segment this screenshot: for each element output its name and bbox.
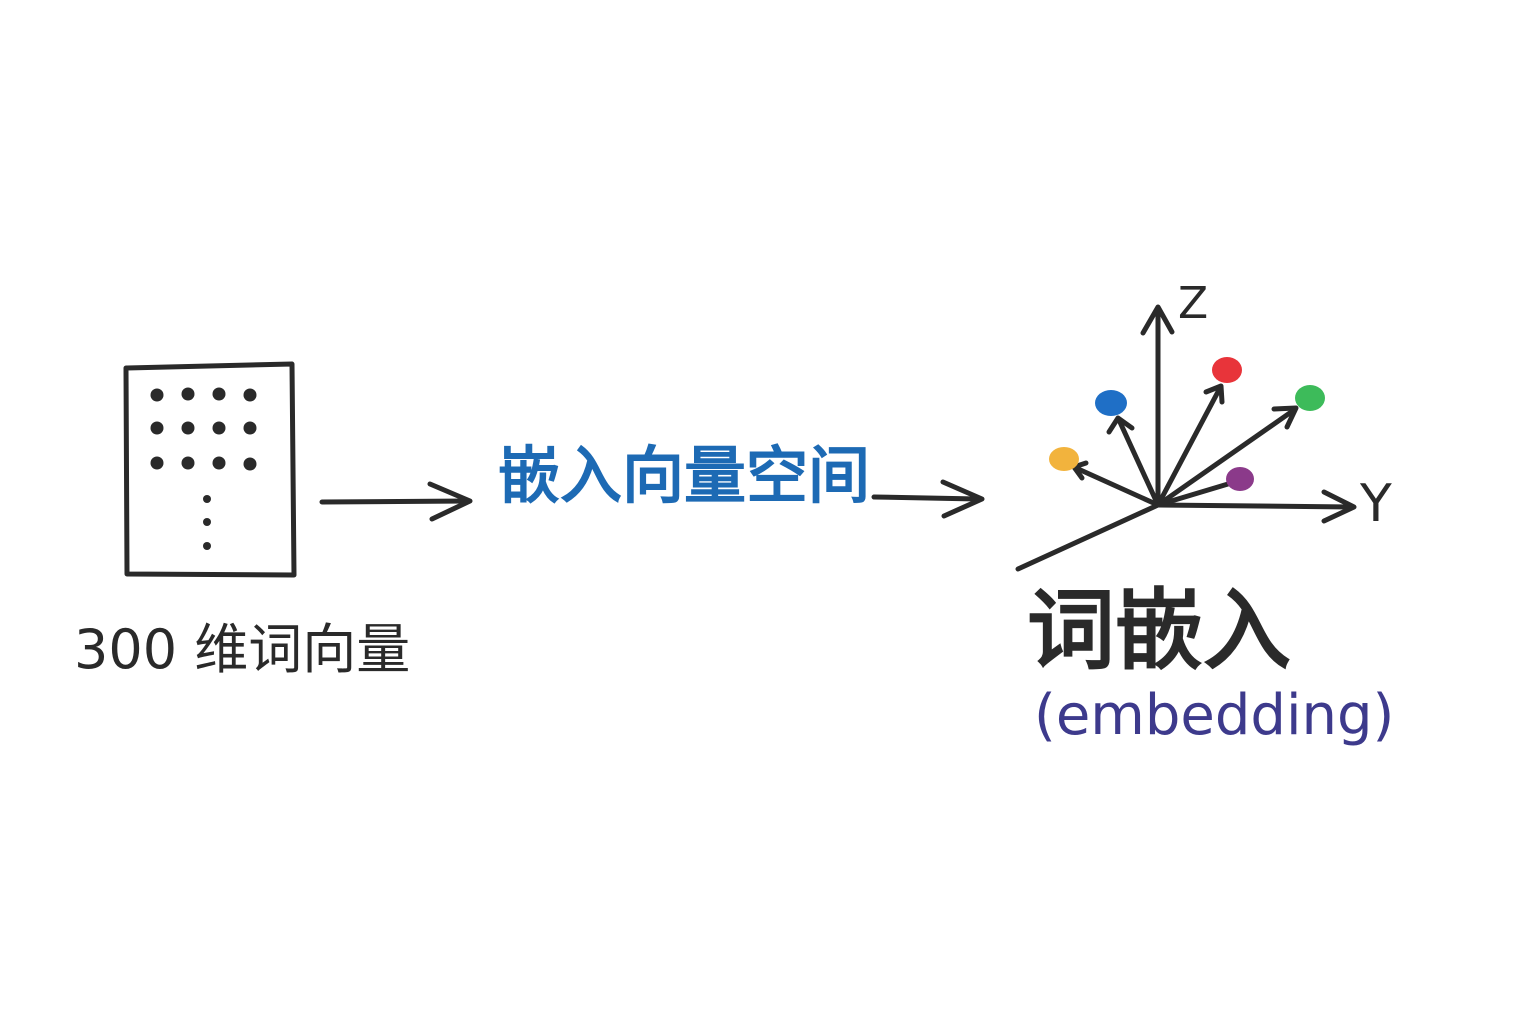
vector-dot: [243, 388, 257, 402]
word-vector-box: [123, 361, 297, 578]
coordinate-axes: [1015, 304, 1357, 572]
point-purple: [1226, 467, 1254, 491]
ellipsis-dot: [203, 518, 211, 526]
vector-dot: [181, 387, 195, 401]
point-orange: [1049, 447, 1079, 471]
embedding-points: [1049, 357, 1325, 491]
vector-dot: [181, 456, 195, 470]
vector-blue: [1116, 417, 1161, 508]
vector-dot: [243, 457, 257, 471]
point-red: [1212, 357, 1242, 383]
vector-dot: [150, 456, 164, 470]
vector-green-head: [1271, 405, 1299, 430]
vector-dot: [243, 421, 257, 435]
embedding-space-label: 嵌入向量空间: [498, 439, 870, 512]
arrow-shaft: [871, 494, 981, 502]
vector-blue-head: [1106, 415, 1135, 435]
arrow-shaft: [319, 498, 471, 505]
vector-red-head: [1203, 383, 1225, 405]
vector-green: [1155, 407, 1297, 508]
y-axis-arrowhead: [1321, 489, 1357, 524]
z-axis-arrowhead: [1140, 304, 1175, 336]
ellipsis-dot: [203, 542, 211, 550]
x-axis: [1015, 502, 1161, 572]
vector-orange: [1073, 465, 1161, 508]
vector-dot: [212, 387, 226, 401]
embedding-vectors: [1071, 383, 1299, 508]
z-axis-label: Z: [1178, 278, 1208, 329]
vector-dot: [212, 421, 226, 435]
vector-dot: [212, 456, 226, 470]
embedding-title: 词嵌入: [1027, 579, 1291, 682]
arrow-head: [427, 481, 473, 522]
vector-dot-grid: [150, 387, 257, 550]
embedding-subtitle: (embedding): [1034, 683, 1394, 748]
y-axis: [1155, 502, 1355, 510]
arrow-to-space: [319, 481, 473, 522]
arrow-to-embedding: [871, 479, 985, 519]
y-axis-label: Y: [1359, 474, 1392, 534]
arrow-head: [940, 479, 985, 519]
vector-box-outline: [123, 361, 297, 578]
vector-purple: [1155, 481, 1231, 508]
point-blue: [1095, 390, 1127, 416]
ellipsis-dot: [203, 495, 211, 503]
vector-caption: 300 维词向量: [74, 618, 410, 681]
vector-dot: [150, 421, 164, 435]
vector-dot: [181, 421, 195, 435]
vector-dot: [150, 388, 164, 402]
point-green: [1295, 385, 1325, 411]
vector-red: [1155, 385, 1223, 508]
